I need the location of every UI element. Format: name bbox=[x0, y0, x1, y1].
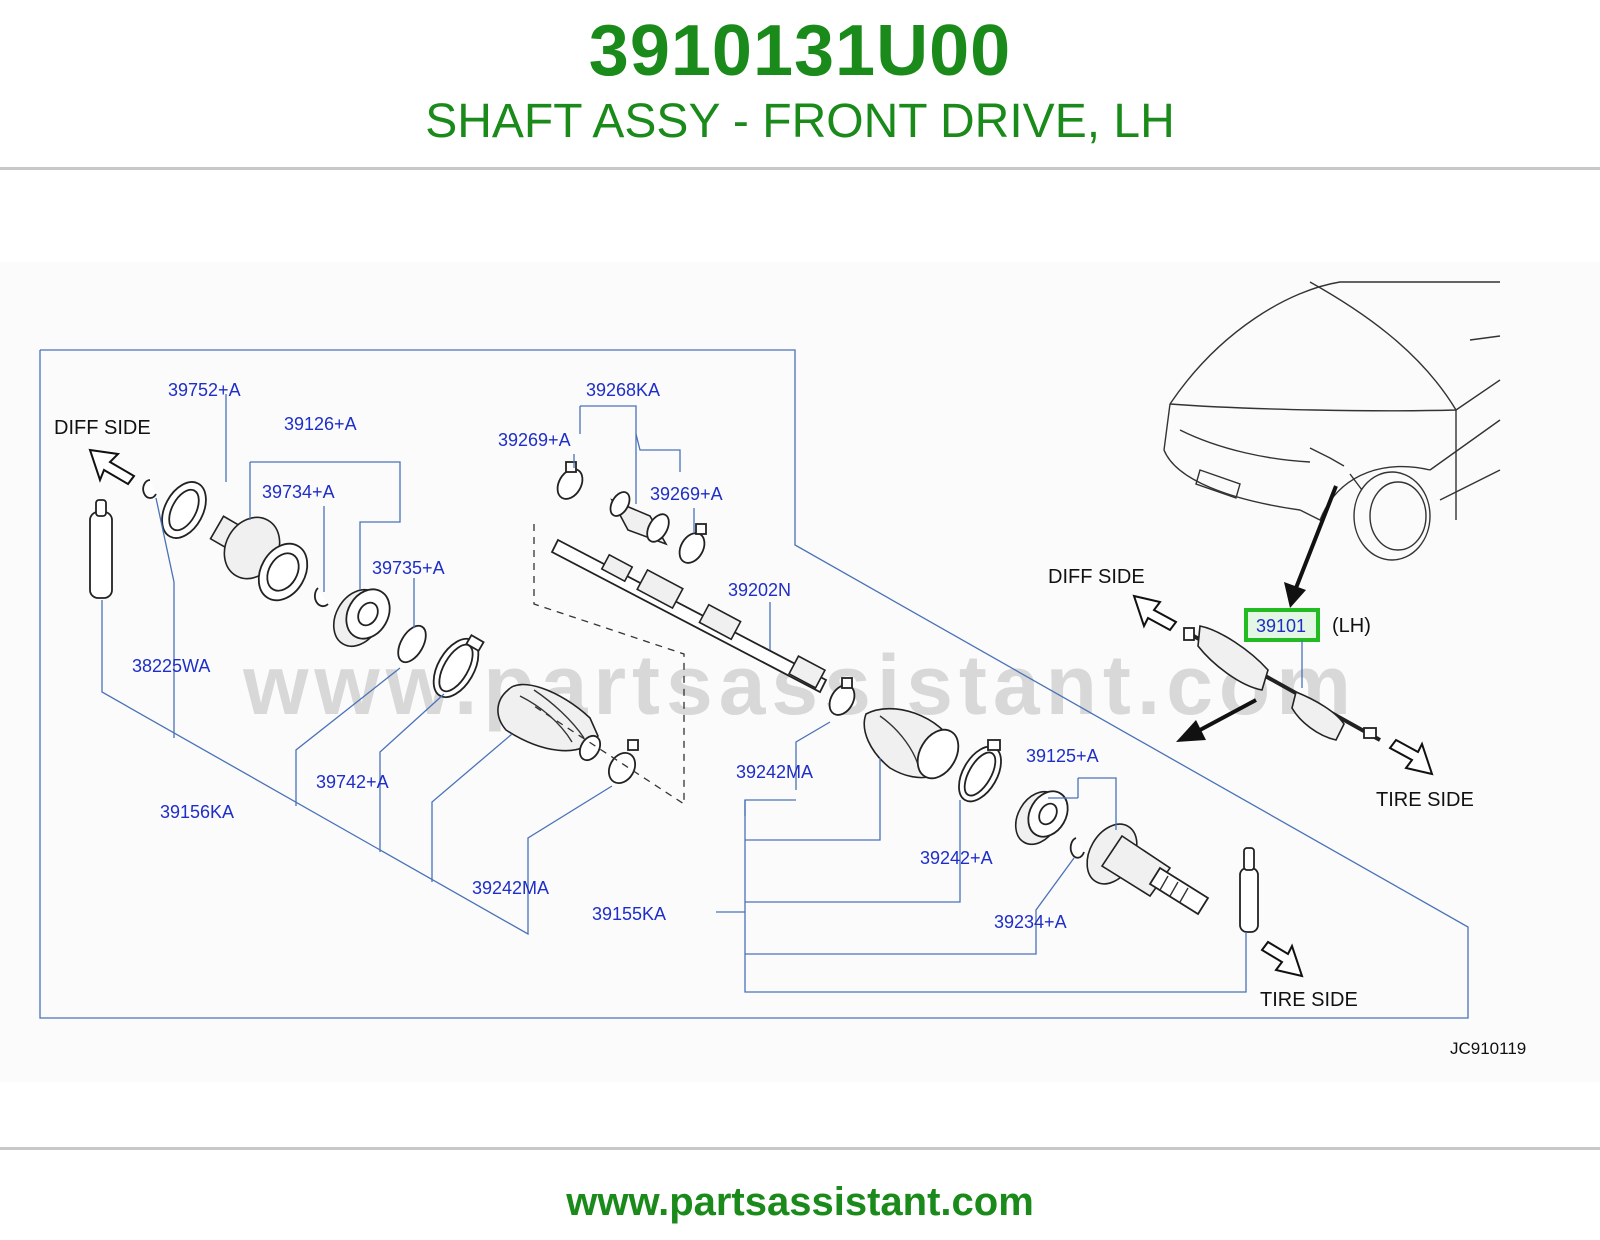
grease-tube-right bbox=[1239, 847, 1259, 933]
part-number-title: 3910131U00 bbox=[588, 11, 1012, 91]
removal-arrow bbox=[1176, 698, 1257, 742]
outer-joint-39234 bbox=[1086, 823, 1210, 916]
leader-39268-bracket bbox=[580, 405, 637, 504]
tire-side-label-inset: TIRE SIDE bbox=[1376, 789, 1474, 811]
footer-divider bbox=[0, 1147, 1600, 1150]
page-header: 3910131U00 SHAFT ASSY - FRONT DRIVE, LH bbox=[0, 0, 1600, 168]
small-band-right bbox=[828, 677, 856, 716]
callout-39734[interactable]: 39734+A bbox=[262, 482, 335, 502]
leader-39742 bbox=[379, 693, 445, 852]
callout-39155[interactable]: 39155KA bbox=[592, 904, 666, 924]
callout-39269-top[interactable]: 39269+A bbox=[498, 430, 571, 450]
snap-ring-39734 bbox=[313, 587, 329, 608]
highlight-box-39101 bbox=[1244, 608, 1320, 642]
footer-url-link[interactable]: www.partsassistant.com bbox=[566, 1180, 1034, 1224]
boot-right-39242ma bbox=[863, 707, 960, 780]
leader-38225a bbox=[155, 497, 175, 692]
callout-39242ma-right[interactable]: 39242MA bbox=[736, 762, 813, 782]
callout-39242a[interactable]: 39242+A bbox=[920, 848, 993, 868]
callout-39234[interactable]: 39234+A bbox=[994, 912, 1067, 932]
callout-39735[interactable]: 39735+A bbox=[372, 558, 445, 578]
band-clamp-left bbox=[432, 633, 485, 699]
inset-drive-shaft bbox=[1183, 625, 1381, 742]
callout-39752[interactable]: 39752+A bbox=[168, 380, 241, 400]
leader-39268-r bbox=[635, 433, 681, 472]
leader-39242a bbox=[745, 800, 961, 903]
callout-39126[interactable]: 39126+A bbox=[284, 414, 357, 434]
snap-ring-39752 bbox=[142, 479, 157, 499]
band-39269-top bbox=[556, 461, 584, 500]
diff-side-label-left: DIFF SIDE bbox=[54, 417, 151, 439]
shaft-dashed-outline bbox=[533, 524, 685, 806]
diff-side-arrow-left bbox=[88, 448, 136, 486]
circlip-39742 bbox=[397, 624, 427, 664]
joint-cage-39125 bbox=[1014, 790, 1069, 846]
leader-39242ma-r bbox=[795, 721, 831, 790]
diff-side-label-inset: DIFF SIDE bbox=[1048, 566, 1145, 588]
callout-39268[interactable]: 39268KA bbox=[586, 380, 660, 400]
band-clamp-right bbox=[958, 739, 1002, 803]
grease-tube-38225 bbox=[89, 499, 113, 599]
drive-shaft-39202n bbox=[550, 538, 828, 694]
tire-side-label-lower: TIRE SIDE bbox=[1260, 989, 1358, 1011]
diagram-code: JC910119 bbox=[1450, 1039, 1526, 1058]
callout-39101[interactable]: 39101 bbox=[1256, 616, 1306, 636]
leader-boot-left bbox=[431, 733, 513, 882]
leader-39126b bbox=[250, 461, 401, 590]
leader-39155-boot bbox=[745, 758, 881, 841]
header-divider bbox=[0, 167, 1600, 170]
outer-race-39126 bbox=[209, 515, 309, 602]
seal-ring-inner bbox=[168, 488, 200, 532]
leader-39156-frame bbox=[101, 600, 613, 936]
leader-39155-frame bbox=[744, 800, 1247, 993]
part-description: SHAFT ASSY - FRONT DRIVE, LH bbox=[425, 95, 1175, 148]
callout-39125[interactable]: 39125+A bbox=[1026, 746, 1099, 766]
callout-38225[interactable]: 38225WA bbox=[132, 656, 210, 676]
boot-left-39242ma bbox=[497, 683, 602, 762]
snap-ring-39234 bbox=[1069, 837, 1085, 859]
band-39269-mid bbox=[678, 523, 707, 564]
callout-39242ma-left[interactable]: 39242MA bbox=[472, 878, 549, 898]
callout-39742[interactable]: 39742+A bbox=[316, 772, 389, 792]
diff-side-arrow-inset bbox=[1132, 594, 1178, 632]
callout-39269-mid[interactable]: 39269+A bbox=[650, 484, 723, 504]
parts-diagram: www.partsassistant.com DIFF SIDE bbox=[0, 262, 1600, 1082]
tire-side-arrow-inset bbox=[1388, 738, 1434, 776]
small-band-left bbox=[607, 739, 639, 784]
vehicle-location-inset bbox=[1163, 281, 1501, 561]
callout-39202[interactable]: 39202N bbox=[728, 580, 791, 600]
watermark-text: www.partsassistant.com bbox=[242, 638, 1357, 732]
leader-39125-b bbox=[1078, 777, 1117, 830]
leader-39156-ring bbox=[295, 667, 401, 806]
joint-cage-39735 bbox=[332, 588, 391, 648]
leader-39234 bbox=[745, 857, 1075, 955]
exploded-view-boundary bbox=[39, 349, 1469, 1019]
side-indicator-lh: (LH) bbox=[1332, 615, 1371, 637]
callout-39156[interactable]: 39156KA bbox=[160, 802, 234, 822]
location-pointer-arrow bbox=[1284, 485, 1338, 608]
damper-39268 bbox=[609, 491, 670, 546]
tire-side-arrow-lower bbox=[1260, 940, 1304, 978]
